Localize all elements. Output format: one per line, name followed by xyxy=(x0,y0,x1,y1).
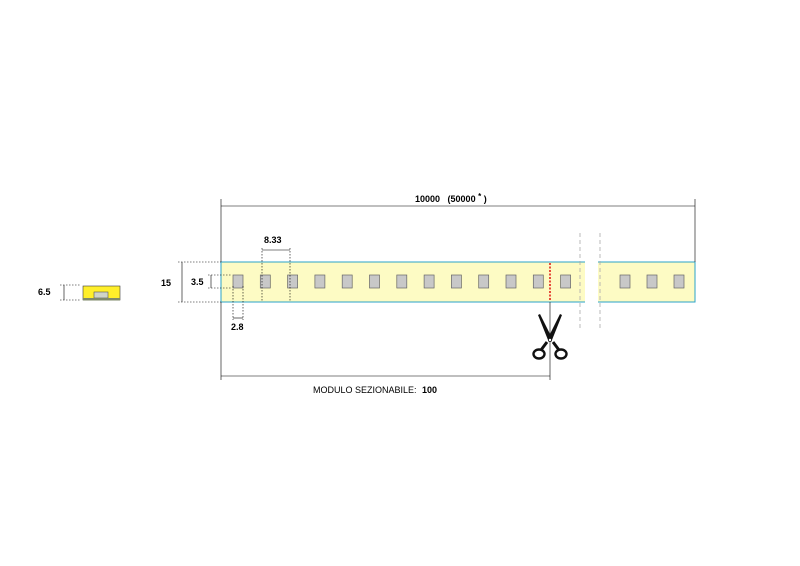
total-length-mark: * xyxy=(478,192,482,201)
led-chip xyxy=(259,274,271,289)
strip-width-dimension: 15 xyxy=(161,261,221,303)
led-chip xyxy=(646,274,658,289)
section-led-chip xyxy=(93,291,109,299)
total-length-dimension: 10000 (50000 * ) xyxy=(220,191,696,262)
strip-body xyxy=(220,233,696,330)
scissors-icon xyxy=(532,314,568,360)
led-chip xyxy=(341,274,353,289)
cut-module-value: 100 xyxy=(422,385,437,395)
led-row xyxy=(232,274,685,289)
cut-module-dimension: MODULO SEZIONABILE: 100 xyxy=(220,302,551,395)
led-chip xyxy=(396,274,408,289)
led-chip xyxy=(619,274,631,289)
led-chip xyxy=(673,274,685,289)
led-size-dimension: 2.8 xyxy=(231,286,244,332)
led-chip xyxy=(369,274,380,289)
led-chip xyxy=(314,274,326,289)
led-pitch-dimension: 8.33 xyxy=(261,235,291,302)
strip-cross-section xyxy=(82,285,121,301)
section-height-label: 6.5 xyxy=(38,287,51,297)
strip-width-label: 15 xyxy=(161,278,171,288)
led-chip xyxy=(423,274,435,289)
led-pitch-label: 8.33 xyxy=(264,235,282,245)
strip-break-gap xyxy=(585,258,598,306)
cut-module-text: MODULO SEZIONABILE: xyxy=(313,385,417,395)
section-base xyxy=(83,298,120,301)
led-chip xyxy=(560,274,571,289)
led-chip xyxy=(532,274,544,289)
led-size-label: 2.8 xyxy=(231,322,244,332)
led-chip xyxy=(287,274,298,289)
led-chip xyxy=(451,274,462,289)
led-width-label: 3.5 xyxy=(191,277,204,287)
led-chip xyxy=(505,274,517,289)
section-height-dimension: 6.5 xyxy=(38,284,80,301)
led-chip xyxy=(478,274,490,289)
led-width-dimension: 3.5 xyxy=(191,274,232,289)
cut-module-label: MODULO SEZIONABILE: 100 xyxy=(313,385,437,395)
total-length-main: 10000 xyxy=(415,194,440,204)
total-length-alt: (50000 xyxy=(448,194,476,204)
led-chip xyxy=(232,274,244,289)
total-length-label: 10000 (50000 * ) xyxy=(415,191,487,204)
total-length-close: ) xyxy=(484,194,487,204)
